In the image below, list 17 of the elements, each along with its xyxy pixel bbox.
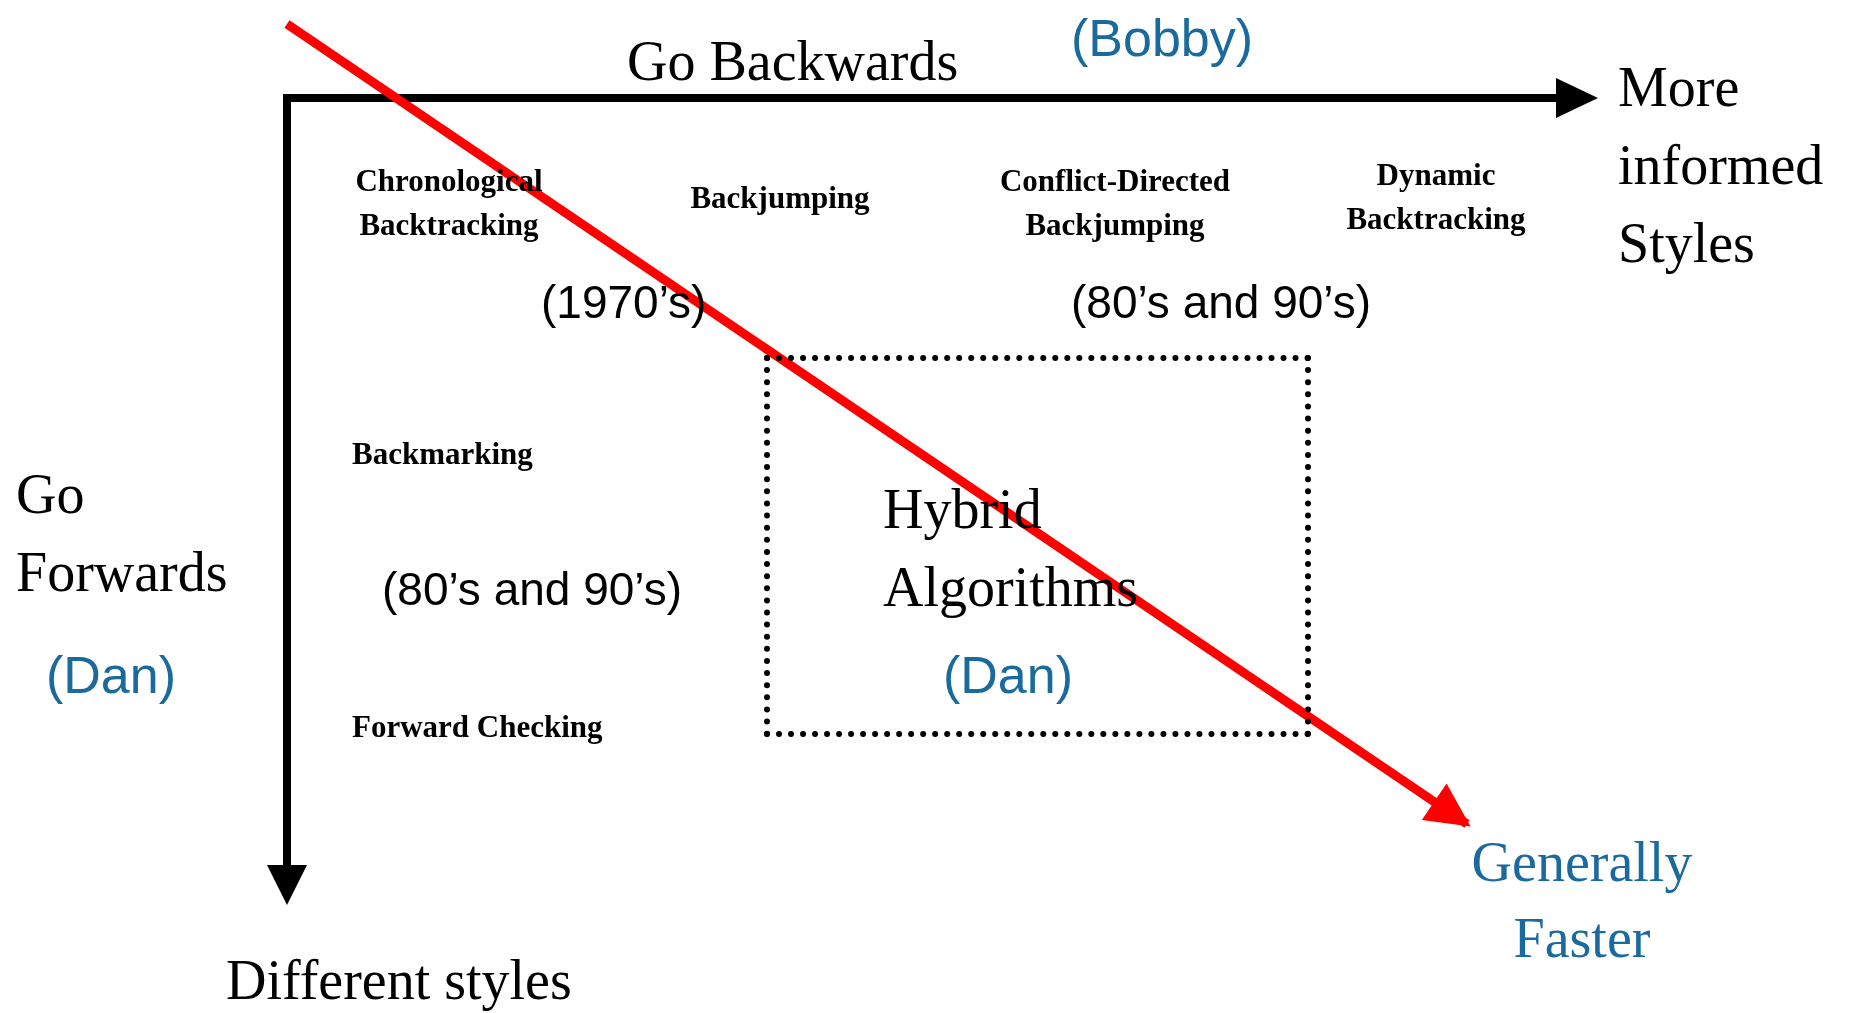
method-label: Forward Checking xyxy=(352,708,603,746)
era-label: (80’s and 90’s) xyxy=(1071,275,1372,329)
method-label: Backmarking xyxy=(352,435,533,473)
axis-title: Go Backwards xyxy=(627,29,959,94)
axis-title: More informed Styles xyxy=(1618,55,1825,276)
dotted-box xyxy=(764,355,1311,737)
author-name: (Dan) xyxy=(46,645,177,705)
arrow xyxy=(284,20,1471,828)
method-label: Backjumping xyxy=(689,179,871,217)
axis-title: Go Forwards xyxy=(16,462,229,605)
era-label: (1970’s) xyxy=(541,275,707,329)
method-label: Conflict-Directed Backjumping xyxy=(998,162,1232,244)
annotation-text: Generally Faster xyxy=(1470,830,1694,971)
author-name: (Dan) xyxy=(943,645,1074,705)
era-label: (80’s and 90’s) xyxy=(382,562,683,616)
method-label: Dynamic Backtracking xyxy=(1345,156,1527,238)
author-name: (Bobby) xyxy=(1071,8,1254,68)
